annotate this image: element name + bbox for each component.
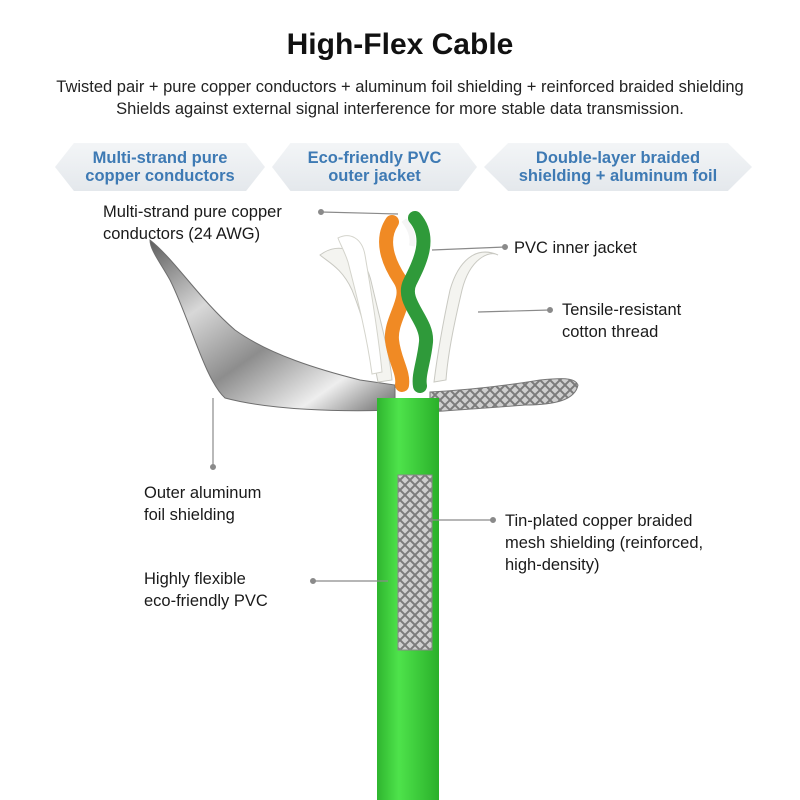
badge-line: Multi-strand pure — [92, 149, 228, 167]
callout-line: high-density) — [505, 556, 600, 574]
callout-line: foil shielding — [144, 506, 235, 524]
cotton-thread-center — [337, 235, 383, 375]
callout-line: Highly flexible — [144, 570, 246, 588]
leader-cotton-thread — [477, 309, 551, 313]
cotton-thread-right — [433, 251, 499, 383]
callout-line: Tin-plated copper braided — [505, 512, 693, 530]
callout-line: Outer aluminum — [144, 484, 262, 502]
callout-line: cotton thread — [562, 323, 659, 341]
braid-flare-shape — [429, 378, 579, 413]
badge-line: Eco-friendly PVC — [307, 149, 442, 167]
badge-copper-conductors: Multi-strand pure copper conductors — [55, 143, 265, 191]
page-title: High-Flex Cable — [286, 28, 514, 61]
callout-pvc-jacket: Highly flexible eco-friendly PVC — [144, 568, 268, 612]
green-wire — [400, 211, 433, 393]
white-stripe — [401, 218, 416, 247]
callout-line: Multi-strand pure copper — [103, 203, 282, 221]
subtitle-line-1: Twisted pair + pure copper conductors + … — [56, 78, 744, 96]
badge-line: outer jacket — [328, 167, 421, 185]
callout-cotton-thread: Tensile-resistant cotton thread — [562, 299, 681, 343]
callout-line: PVC inner jacket — [514, 239, 637, 257]
badge-pvc-jacket: Eco-friendly PVC outer jacket — [272, 143, 477, 191]
braid-window-shape — [397, 474, 433, 651]
aluminum-foil-shape — [149, 238, 396, 412]
badge-line: copper conductors — [85, 167, 235, 185]
callout-line: Tensile-resistant — [562, 301, 682, 319]
leader-conductors — [320, 211, 399, 215]
callout-inner-jacket: PVC inner jacket — [514, 237, 637, 259]
callout-line: conductors (24 AWG) — [103, 225, 261, 243]
orange-wire — [379, 215, 411, 392]
callout-line: mesh shielding (reinforced, — [505, 534, 704, 552]
callout-braided-mesh: Tin-plated copper braided mesh shielding… — [505, 510, 703, 576]
callout-aluminum-foil: Outer aluminum foil shielding — [144, 482, 261, 526]
callout-line: eco-friendly PVC — [144, 592, 268, 610]
badge-braided-shielding: Double-layer braided shielding + aluminu… — [484, 143, 752, 191]
callout-conductors: Multi-strand pure copper conductors (24 … — [103, 201, 282, 245]
subtitle-line-2: Shields against external signal interfer… — [116, 100, 684, 118]
badge-line: Double-layer braided — [535, 149, 701, 167]
badge-line: shielding + aluminum foil — [518, 167, 718, 185]
leader-inner-jacket — [431, 246, 506, 251]
